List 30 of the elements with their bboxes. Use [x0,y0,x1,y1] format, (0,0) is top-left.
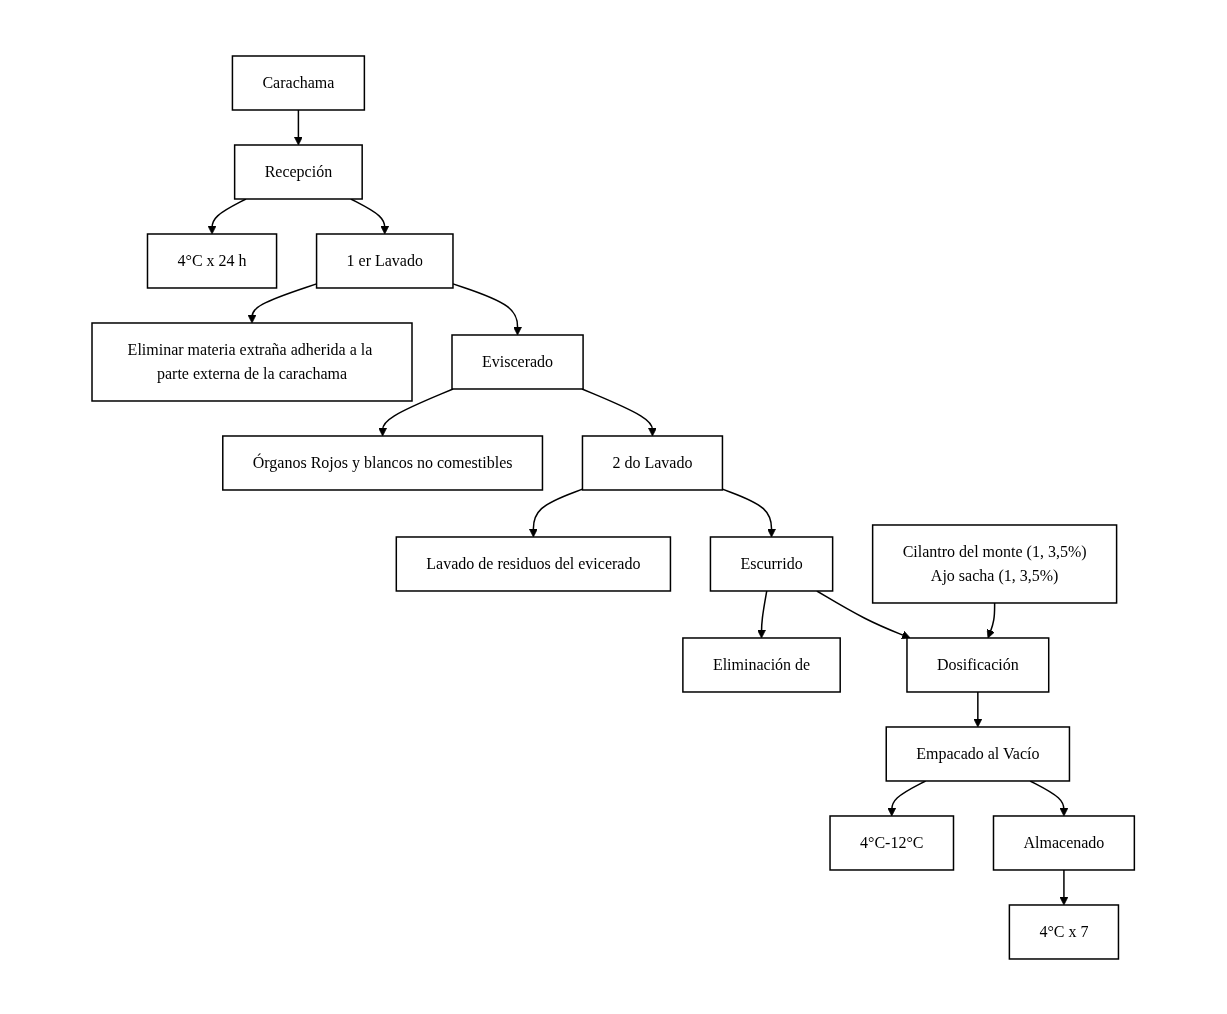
node-box: Eviscerado [451,333,585,390]
node-box: 4°C x 24 h [147,232,278,289]
node-box: Empacado al Vacío [885,725,1071,782]
node-box: Eliminación de [682,636,842,693]
node-box: Escurrido [710,535,834,592]
arrow [973,690,983,727]
node-box: 4°C-12°C [829,814,955,871]
arrow [987,601,996,638]
arrow [350,197,390,234]
arrow [816,589,911,639]
arrow [207,197,248,234]
arrow [1029,779,1069,816]
node-box: Eliminar materia extraña adherida a la parte externa de la carachama [91,321,414,402]
node-box: Carachama [232,54,366,111]
node-box: 4°C x 7 [1008,903,1120,960]
arrow [722,487,777,537]
node-box: Almacenado [993,814,1136,871]
node-box: Órganos Rojos y blancos no comestibles [222,434,544,491]
arrow [887,779,927,816]
arrow [581,387,658,436]
node-box: 1 er Lavado [316,232,455,289]
arrow [294,108,304,145]
node-box: Cilantro del monte (1, 3,5%) Ajo sacha (1, 3,5%) [872,523,1118,604]
node-box: Dosificación [906,636,1050,693]
arrow [529,487,584,537]
arrow [757,589,768,638]
arrow [1059,868,1069,905]
node-box: Recepción [234,143,364,200]
node-box: 2 do Lavado [582,434,724,491]
node-box: Lavado de residuos del evicerado [395,535,672,592]
